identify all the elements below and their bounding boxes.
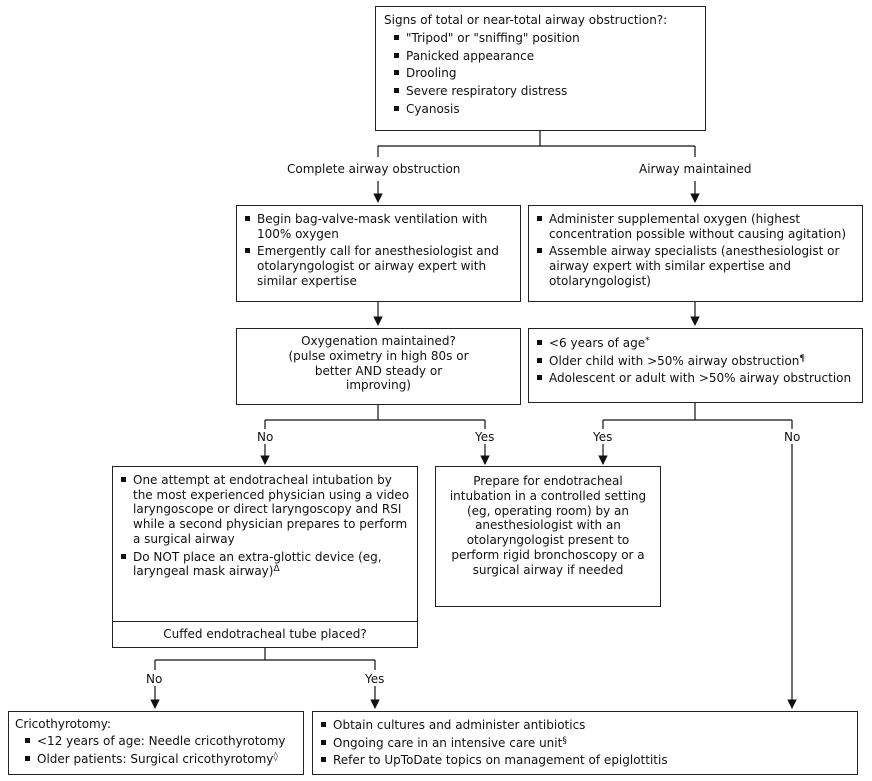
delta-footnote-mark: Δ [273, 564, 280, 575]
final-care-item: Refer to UpToDate topics on management o… [319, 753, 851, 768]
sign-item: Severe respiratory distress [392, 84, 697, 99]
cricothyrotomy-item: Older patients: Surgical cricothyrotomy◊ [23, 752, 297, 767]
controlled-intubation-box: Prepare for endotracheal intubation in a… [435, 466, 661, 607]
sign-item: Panicked appearance [392, 49, 697, 64]
cricothyrotomy-title: Cricothyrotomy: [15, 717, 112, 731]
cricothyrotomy-box: Cricothyrotomy: <12 years of age: Needle… [8, 711, 304, 775]
supplemental-oxygen-box: Administer supplemental oxygen (highest … [528, 205, 863, 302]
oxygen-item: Assemble airway specialists (anesthesiol… [535, 244, 856, 288]
lozenge-footnote-mark: ◊ [273, 751, 278, 762]
age-criteria-list: <6 years of age* Older child with >50% a… [535, 336, 856, 386]
cricothyrotomy-list: <12 years of age: Needle cricothyrotomy … [15, 734, 297, 766]
age-criteria-item: <6 years of age* [535, 336, 856, 351]
age-criteria-box: <6 years of age* Older child with >50% a… [528, 328, 863, 403]
sign-item: Cyanosis [392, 102, 697, 117]
intubation-item: Do NOT place an extra-glottic device (eg… [119, 550, 411, 579]
bag-valve-mask-list: Begin bag-valve-mask ventilation with 10… [243, 212, 514, 289]
criteria-yes-label: Yes [593, 430, 613, 444]
complete-obstruction-label: Complete airway obstruction [287, 162, 461, 176]
cuffed-yes-label: Yes [365, 672, 385, 686]
cricothyrotomy-item: <12 years of age: Needle cricothyrotomy [23, 734, 297, 749]
final-care-list: Obtain cultures and administer antibioti… [319, 718, 851, 768]
intubation-attempt-box: One attempt at endotracheal intubation b… [112, 466, 418, 624]
intubation-item-text: Do NOT place an extra-glottic device (eg… [133, 549, 382, 579]
oxygenation-question-text: Oxygenation maintained? (pulse oximetry … [288, 334, 469, 393]
intubation-item: One attempt at endotracheal intubation b… [119, 473, 411, 547]
controlled-intubation-text: Prepare for endotracheal intubation in a… [449, 474, 647, 577]
final-care-box: Obtain cultures and administer antibioti… [312, 711, 858, 775]
airway-maintained-label: Airway maintained [639, 162, 752, 176]
age-criteria-item: Adolescent or adult with >50% airway obs… [535, 371, 856, 386]
age-criteria-item: Older child with >50% airway obstruction… [535, 354, 856, 369]
final-care-item-text: Ongoing care in an intensive care unit [333, 735, 563, 750]
oxygenation-yes-label: Yes [475, 430, 495, 444]
airway-obstruction-signs-title: Signs of total or near-total airway obst… [384, 13, 668, 27]
intubation-attempt-list: One attempt at endotracheal intubation b… [119, 473, 411, 579]
cuffed-tube-question-text: Cuffed endotracheal tube placed? [163, 627, 367, 641]
age-criteria-text: Older child with >50% airway obstruction [549, 353, 800, 368]
bvm-item: Emergently call for anesthesiologist and… [243, 244, 514, 288]
oxygenation-question-box: Oxygenation maintained? (pulse oximetry … [236, 328, 521, 405]
cricothyrotomy-item-text: Older patients: Surgical cricothyrotomy [37, 751, 274, 766]
airway-obstruction-signs-list: "Tripod" or "sniffing" position Panicked… [384, 31, 697, 117]
age-criteria-text: <6 years of age [549, 336, 646, 350]
sign-item: "Tripod" or "sniffing" position [392, 31, 697, 46]
oxygen-item: Administer supplemental oxygen (highest … [535, 212, 856, 241]
cuffed-tube-question-box: Cuffed endotracheal tube placed? [112, 621, 418, 648]
cuffed-no-label: No [146, 672, 163, 686]
final-care-item: Ongoing care in an intensive care unit§ [319, 736, 851, 751]
section-footnote-mark: § [562, 735, 567, 746]
final-care-item: Obtain cultures and administer antibioti… [319, 718, 851, 733]
criteria-no-label: No [784, 430, 801, 444]
airway-obstruction-signs-box: Signs of total or near-total airway obst… [375, 6, 706, 131]
supplemental-oxygen-list: Administer supplemental oxygen (highest … [535, 212, 856, 289]
bag-valve-mask-box: Begin bag-valve-mask ventilation with 10… [236, 205, 521, 302]
pilcrow-footnote-mark: ¶ [799, 353, 806, 364]
bvm-item: Begin bag-valve-mask ventilation with 10… [243, 212, 514, 241]
sign-item: Drooling [392, 66, 697, 81]
asterisk-footnote-mark: * [645, 336, 650, 346]
oxygenation-no-label: No [257, 430, 274, 444]
